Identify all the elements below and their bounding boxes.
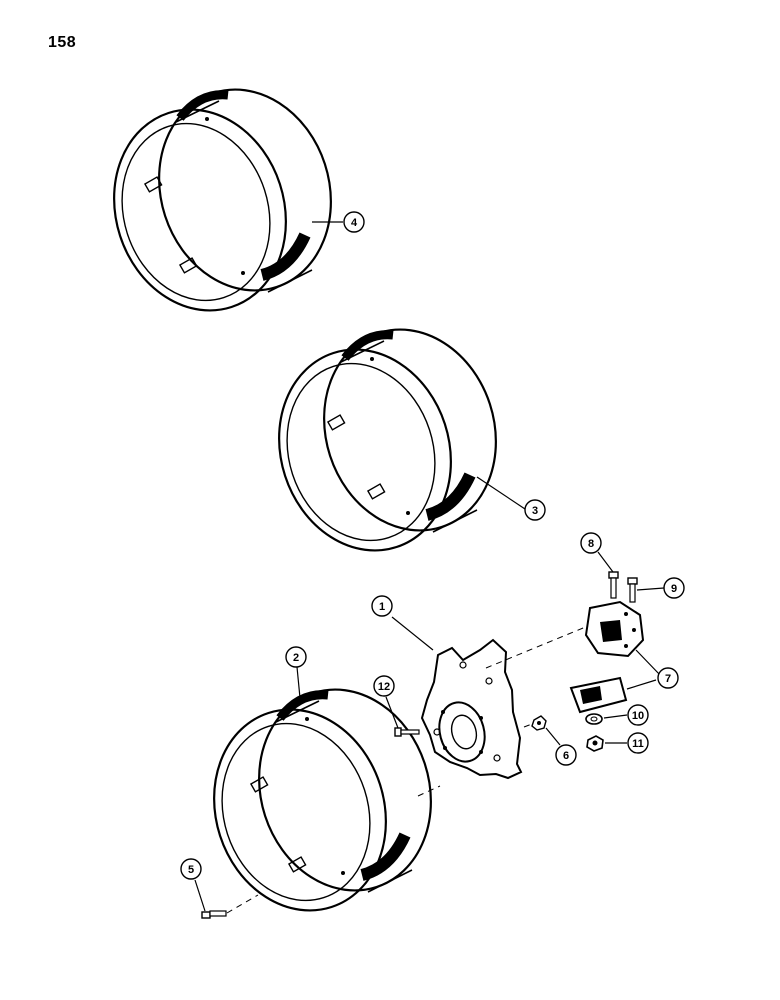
callout-4: 4	[343, 211, 365, 233]
callout-9: 9	[663, 577, 685, 599]
callout-7: 7	[657, 667, 679, 689]
wheel-center-disc	[420, 638, 523, 780]
wheel-rim-4	[113, 88, 332, 312]
callout-label-12: 12	[378, 681, 390, 693]
nut-6	[531, 715, 547, 731]
callout-label-5: 5	[188, 864, 194, 876]
callout-5: 5	[180, 858, 202, 880]
callout-label-2: 2	[293, 652, 299, 664]
callout-label-9: 9	[671, 583, 677, 595]
callout-12: 12	[373, 675, 395, 697]
callout-label-6: 6	[563, 750, 569, 762]
callout-label-10: 10	[632, 710, 644, 722]
callout-8: 8	[580, 532, 602, 554]
callout-11: 11	[627, 732, 649, 754]
callout-label-4: 4	[351, 217, 358, 229]
washer-10	[585, 713, 603, 725]
hub-clamp	[569, 600, 645, 714]
callout-6: 6	[555, 744, 577, 766]
callout-label-1: 1	[379, 601, 385, 613]
assembly-lines	[226, 625, 589, 914]
wheel-rim-3	[278, 328, 497, 552]
bolt-8	[608, 571, 619, 599]
leader-lines	[194, 221, 665, 912]
bolt-9	[627, 577, 638, 603]
callout-10: 10	[627, 704, 649, 726]
callout-3: 3	[524, 499, 546, 521]
callout-label-7: 7	[665, 673, 671, 685]
callout-label-11: 11	[632, 738, 644, 750]
callout-1: 1	[371, 595, 393, 617]
page-number: 158	[48, 34, 77, 51]
callout-label-3: 3	[532, 505, 538, 517]
wheel-rim-2	[213, 688, 432, 912]
callout-label-8: 8	[588, 538, 594, 550]
nut-11	[586, 735, 604, 752]
callout-2: 2	[285, 646, 307, 668]
bolt-5	[201, 910, 227, 919]
